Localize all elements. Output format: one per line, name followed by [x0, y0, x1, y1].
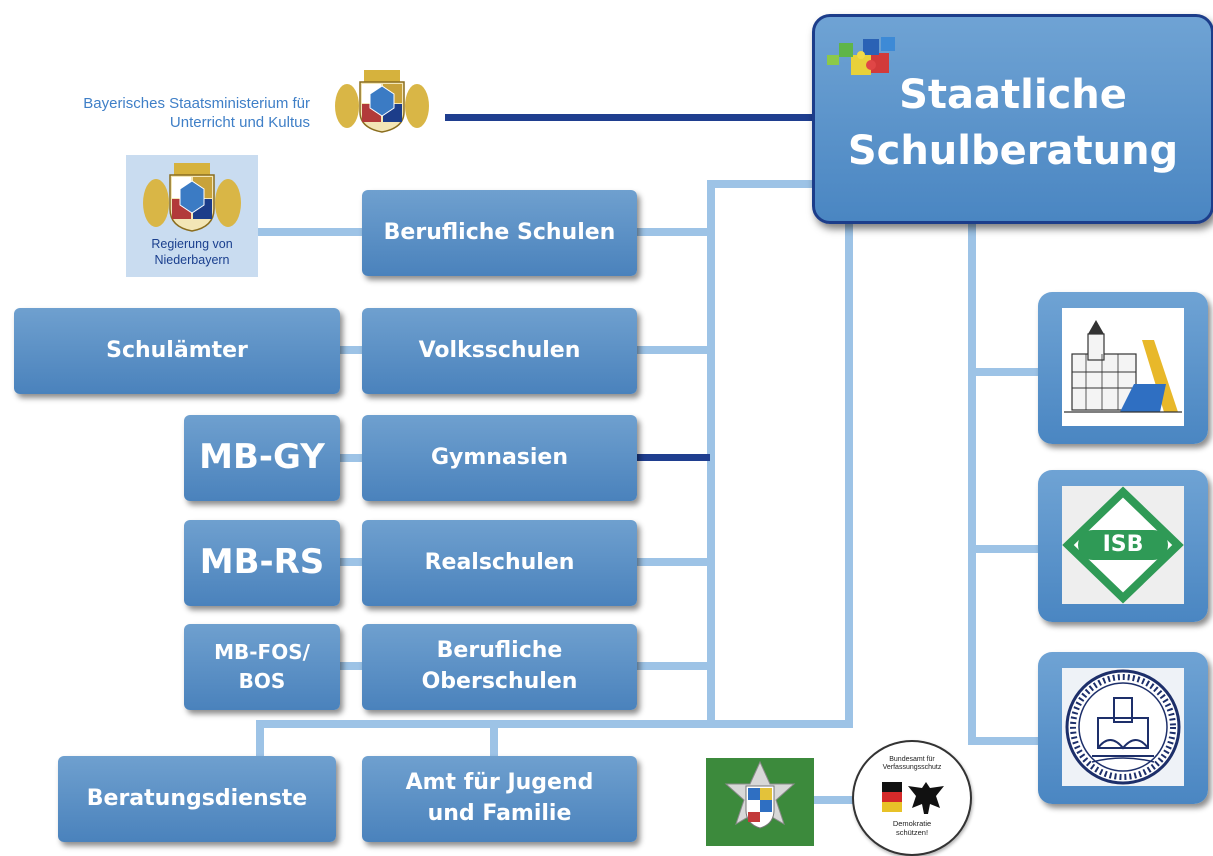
- institution-box-1: [1038, 292, 1208, 444]
- institution-box-2: ISB: [1038, 470, 1208, 622]
- connector-inst-3: [968, 737, 1042, 745]
- isb-diamond-icon: [1062, 486, 1184, 604]
- trunk-right-vertical: [968, 215, 976, 745]
- verfassungsschutz-bottom-text: Demokratie schützen!: [892, 819, 932, 837]
- box-volksschulen: Volksschulen: [362, 308, 637, 394]
- ministry-line-1: Bayerisches Staatsministerium für: [83, 95, 310, 112]
- bottom-horizontal: [256, 720, 853, 728]
- connector-regierung: [255, 228, 365, 236]
- connector-inst-2: [968, 545, 1042, 553]
- box-berufliche-oberschulen: Berufliche Oberschulen: [362, 624, 637, 710]
- box-berufliche-schulen: Berufliche Schulen: [362, 190, 637, 276]
- verfassungsschutz-logo: Bundesamt für Verfassungsschutz Demokrat…: [852, 740, 972, 856]
- connector-inst-1: [968, 368, 1042, 376]
- connector-realschulen: [636, 558, 710, 566]
- institution-box-3: [1038, 652, 1208, 804]
- connector-police: [812, 796, 870, 804]
- ministry-label: Bayerisches Staatsministerium für Unterr…: [8, 95, 310, 133]
- connector-mb-fos: [338, 662, 366, 670]
- university-seal-logo: [1062, 668, 1184, 786]
- box-gymnasien: Gymnasien: [362, 415, 637, 501]
- federal-eagle-icon: [908, 782, 944, 814]
- connector-mb-rs: [338, 558, 366, 566]
- bavaria-coat-of-arms-icon: [335, 70, 429, 133]
- verfassungsschutz-top-text: Bundesamt für Verfassungsschutz: [882, 756, 942, 771]
- ministry-connector: [445, 114, 813, 121]
- box-beratungsdienste: Beratungsdienste: [58, 756, 336, 842]
- connector-schulaemter: [338, 346, 366, 354]
- drop-amt: [490, 720, 498, 760]
- drop-beratungsdienste: [256, 720, 264, 760]
- akademie-building-icon: [1064, 320, 1182, 413]
- puzzle-icon: [827, 37, 895, 75]
- box-realschulen: Realschulen: [362, 520, 637, 606]
- connector-mb-gy: [338, 454, 366, 462]
- bavaria-coat-of-arms-icon: [143, 163, 241, 232]
- trunk-left-top: [707, 180, 815, 188]
- box-schulaemter: Schulämter: [14, 308, 340, 394]
- box-mb-rs: MB-RS: [184, 520, 340, 606]
- akademie-logo: [1062, 308, 1184, 426]
- ministry-line-2: Unterricht und Kultus: [169, 113, 310, 131]
- flag-icon: [882, 782, 902, 812]
- trunk-center-vertical: [845, 215, 853, 727]
- box-amt-jugend-familie: Amt für Jugend und Familie: [362, 756, 637, 842]
- connector-gymnasien: [636, 454, 710, 461]
- police-logo-icon: [706, 758, 814, 846]
- regierung-label: Regierung von Niederbayern: [151, 237, 233, 267]
- trunk-left-vertical: [707, 180, 715, 720]
- university-seal-icon: [1065, 669, 1181, 785]
- regierung-logo: Regierung von Niederbayern: [126, 155, 258, 277]
- isb-logo-text: ISB: [1102, 532, 1144, 557]
- central-title: Staatliche Schulberatung: [847, 72, 1179, 174]
- connector-volksschulen: [636, 346, 710, 354]
- connector-berufliche-schulen: [636, 228, 710, 236]
- staatliche-schulberatung-box: Staatliche Schulberatung: [812, 14, 1213, 224]
- isb-logo: ISB: [1062, 486, 1184, 604]
- box-mb-fos-bos: MB-FOS/ BOS: [184, 624, 340, 710]
- connector-berufliche-oberschulen: [636, 662, 710, 670]
- box-mb-gy: MB-GY: [184, 415, 340, 501]
